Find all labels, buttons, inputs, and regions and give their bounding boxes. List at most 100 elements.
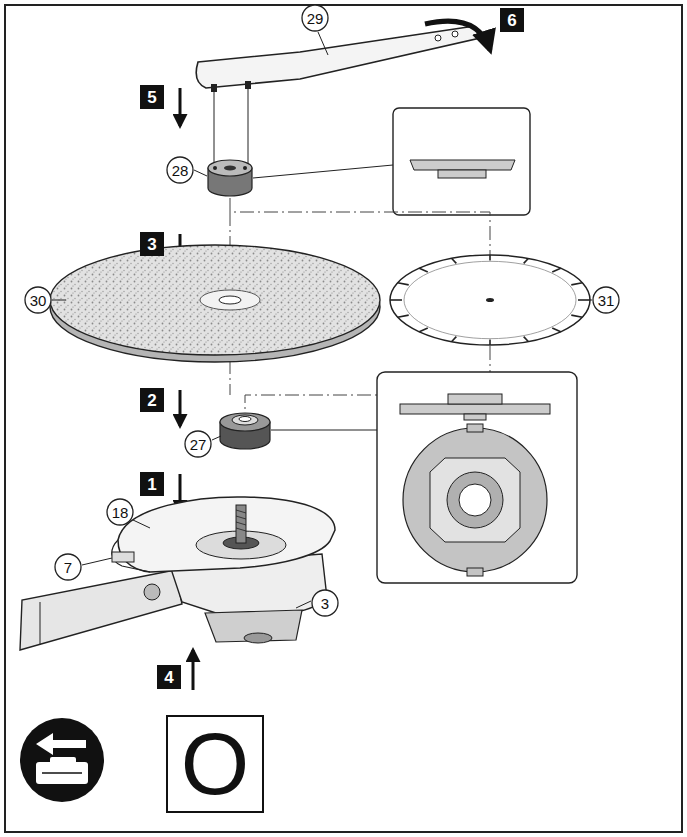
lock-nut (194, 160, 393, 196)
spanner-wrench-part (248, 83, 249, 165)
angle-grinder-part (40, 602, 41, 645)
battery-removal-icon-part (36, 762, 88, 784)
grinding-wheel-part (219, 296, 241, 304)
angle-grinder-part (20, 570, 182, 650)
spanner-wrench-part (245, 81, 251, 89)
callout-circle (107, 499, 133, 525)
inner-flange-part (239, 417, 251, 422)
step-arrows-part (179, 88, 182, 126)
grinding-wheel-part (200, 290, 260, 310)
step-number: 3 (140, 232, 164, 256)
flange-inset (377, 372, 577, 583)
blade-slot (419, 328, 427, 332)
step-number: 5 (140, 85, 164, 109)
diamond-blade-part (486, 298, 494, 302)
callout-number-text: 29 (307, 11, 324, 26)
angle-grinder-part (112, 540, 150, 572)
blade-slot (489, 255, 491, 260)
angle-grinder-part (236, 510, 246, 531)
angle-grinder-part (118, 497, 335, 572)
lock-nut-part (253, 165, 393, 178)
inner-flange-part (232, 415, 258, 425)
angle-grinder-part (82, 558, 112, 565)
callout-number: 29 (301, 4, 329, 32)
blade-slot (524, 337, 529, 342)
diamond-blade (390, 255, 592, 345)
flange-inset-part (467, 568, 483, 576)
blade-slot (571, 283, 582, 285)
step-number-text: 1 (147, 476, 156, 493)
callout-circle (25, 287, 51, 313)
lock-nut-part (213, 166, 217, 170)
callout-number: 31 (592, 286, 620, 314)
lock-nut-part (224, 166, 236, 171)
spanner-wrench-part (211, 84, 217, 92)
flange-inset-part (467, 424, 483, 432)
angle-grinder-part (144, 584, 160, 600)
diamond-blade-part (390, 255, 590, 345)
blade-core-line (404, 261, 576, 338)
callout-number-text: 30 (30, 293, 47, 308)
flange-inset-part (400, 404, 550, 414)
blade-slot (578, 299, 590, 301)
angle-grinder (20, 497, 335, 650)
battery-removal-icon-part (20, 718, 104, 802)
step-arrows-part (192, 650, 195, 690)
blade-slot (398, 315, 409, 317)
step-number: 4 (157, 665, 181, 689)
callout-number-text: 7 (64, 560, 72, 575)
spanner-wrench-part (196, 27, 480, 88)
angle-grinder-part (205, 610, 302, 642)
rotation-arrow-part (425, 21, 490, 50)
blade-slot (524, 258, 529, 263)
callout-number-text: 18 (112, 505, 129, 520)
angle-grinder-part (296, 601, 311, 608)
step-number: 1 (140, 472, 164, 496)
angle-grinder-part (244, 633, 272, 643)
callout-number-text: 27 (190, 437, 207, 452)
inner-flange-part (220, 413, 270, 431)
step-number-text: 2 (147, 392, 156, 409)
callout-circle (167, 157, 193, 183)
flange-inset-part (447, 472, 503, 528)
rotation-arrow (425, 21, 490, 50)
callout-circle (312, 590, 338, 616)
lock-nut-part (208, 160, 252, 176)
flange-inset-part (448, 394, 502, 404)
callout-number: 28 (166, 156, 194, 184)
switch-mark: O (181, 720, 249, 808)
inner-flange-part (212, 436, 221, 440)
step-number-text: 6 (507, 12, 516, 29)
battery-removal-icon (20, 718, 104, 802)
step-number-text: 3 (147, 236, 156, 253)
blade-slot (419, 268, 427, 272)
battery-removal-icon-part (42, 772, 82, 774)
nut-profile-inset-part (410, 160, 515, 170)
grinding-wheel-part (50, 245, 380, 355)
step-number-text: 5 (147, 89, 156, 106)
flange-inset-part (430, 458, 520, 542)
switch-position-box: O (166, 715, 264, 813)
grinding-wheel (50, 245, 380, 362)
battery-removal-icon-part (36, 733, 86, 755)
callout-number: 3 (311, 589, 339, 617)
callout-number: 18 (106, 498, 134, 526)
spanner-wrench-part (435, 35, 441, 41)
spanner-wrench-part (452, 31, 458, 37)
angle-grinder-part (133, 520, 150, 528)
nut-profile-inset-part (393, 108, 530, 215)
flange-inset-part (377, 372, 577, 583)
lock-nut-part (243, 166, 247, 170)
blade-slot (452, 258, 457, 263)
angle-grinder-part (112, 552, 134, 562)
callout-number-text: 3 (321, 596, 329, 611)
blade-slot (552, 328, 560, 332)
flange-inset-part (403, 428, 547, 572)
step-arrows-part (179, 390, 182, 426)
spanner-wrench-part (318, 32, 328, 55)
callout-number: 30 (24, 286, 52, 314)
inner-flange (212, 413, 377, 449)
callout-circle (55, 554, 81, 580)
